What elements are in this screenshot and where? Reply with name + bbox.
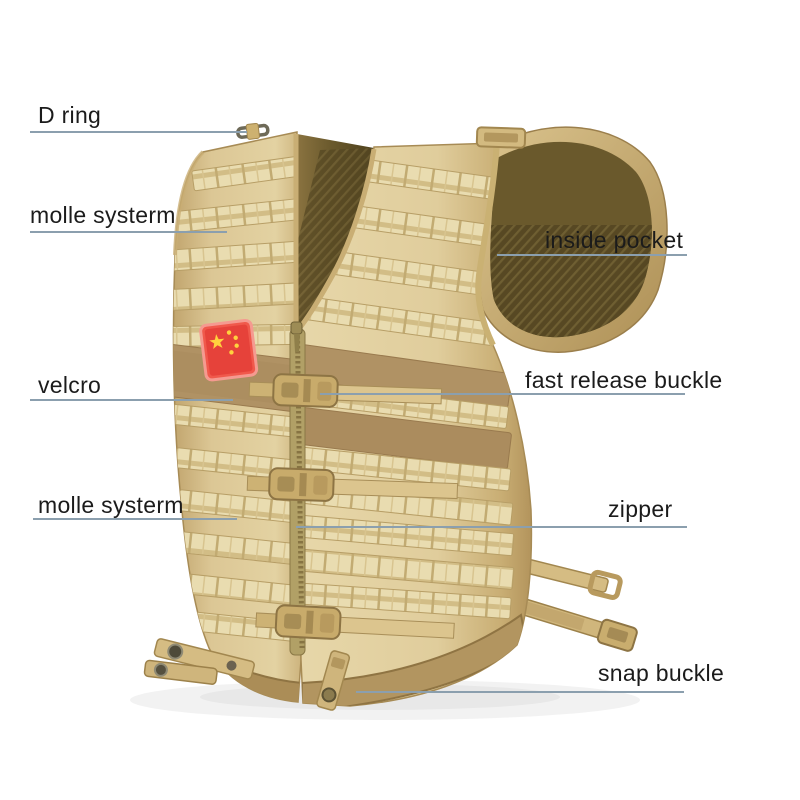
- d-ring: [236, 122, 270, 140]
- armhole-interior: [490, 141, 652, 338]
- label-zipper: zipper: [608, 496, 673, 522]
- strap-keeper: [475, 126, 527, 149]
- label-snap-buckle: snap buckle: [598, 660, 725, 686]
- fast-release-buckle-middle: [246, 467, 459, 502]
- china-flag-patch: [199, 318, 259, 382]
- leader-line-molle-system-upper: [30, 231, 227, 233]
- leader-line-zipper: [296, 526, 687, 528]
- leader-line-molle-system-lower: [33, 518, 237, 520]
- snap-buckle-straps-left: [143, 638, 255, 685]
- leader-line-inside-pocket: [497, 254, 687, 256]
- label-molle-system-lower: molle systerm: [38, 492, 184, 518]
- zipper-pull: [290, 321, 303, 352]
- label-d-ring: D ring: [38, 102, 102, 128]
- right-shoulder-roll: [478, 126, 668, 353]
- label-fast-release-buckle: fast release buckle: [525, 367, 723, 393]
- armhole-trim: [475, 142, 500, 347]
- neck-trim-right: [296, 148, 377, 332]
- leader-line-fast-release-buckle: [320, 393, 685, 395]
- label-molle-system-upper: molle systerm: [30, 202, 176, 228]
- leader-line-velcro: [30, 399, 233, 401]
- fast-release-buckle-bottom: [255, 604, 455, 640]
- snap-buckle-strap-center: [316, 650, 351, 711]
- leader-line-d-ring: [30, 131, 247, 133]
- label-inside-pocket: inside pocket: [545, 227, 684, 253]
- label-velcro: velcro: [38, 372, 102, 398]
- neck-mesh: [297, 134, 374, 330]
- leader-line-snap-buckle: [356, 691, 684, 693]
